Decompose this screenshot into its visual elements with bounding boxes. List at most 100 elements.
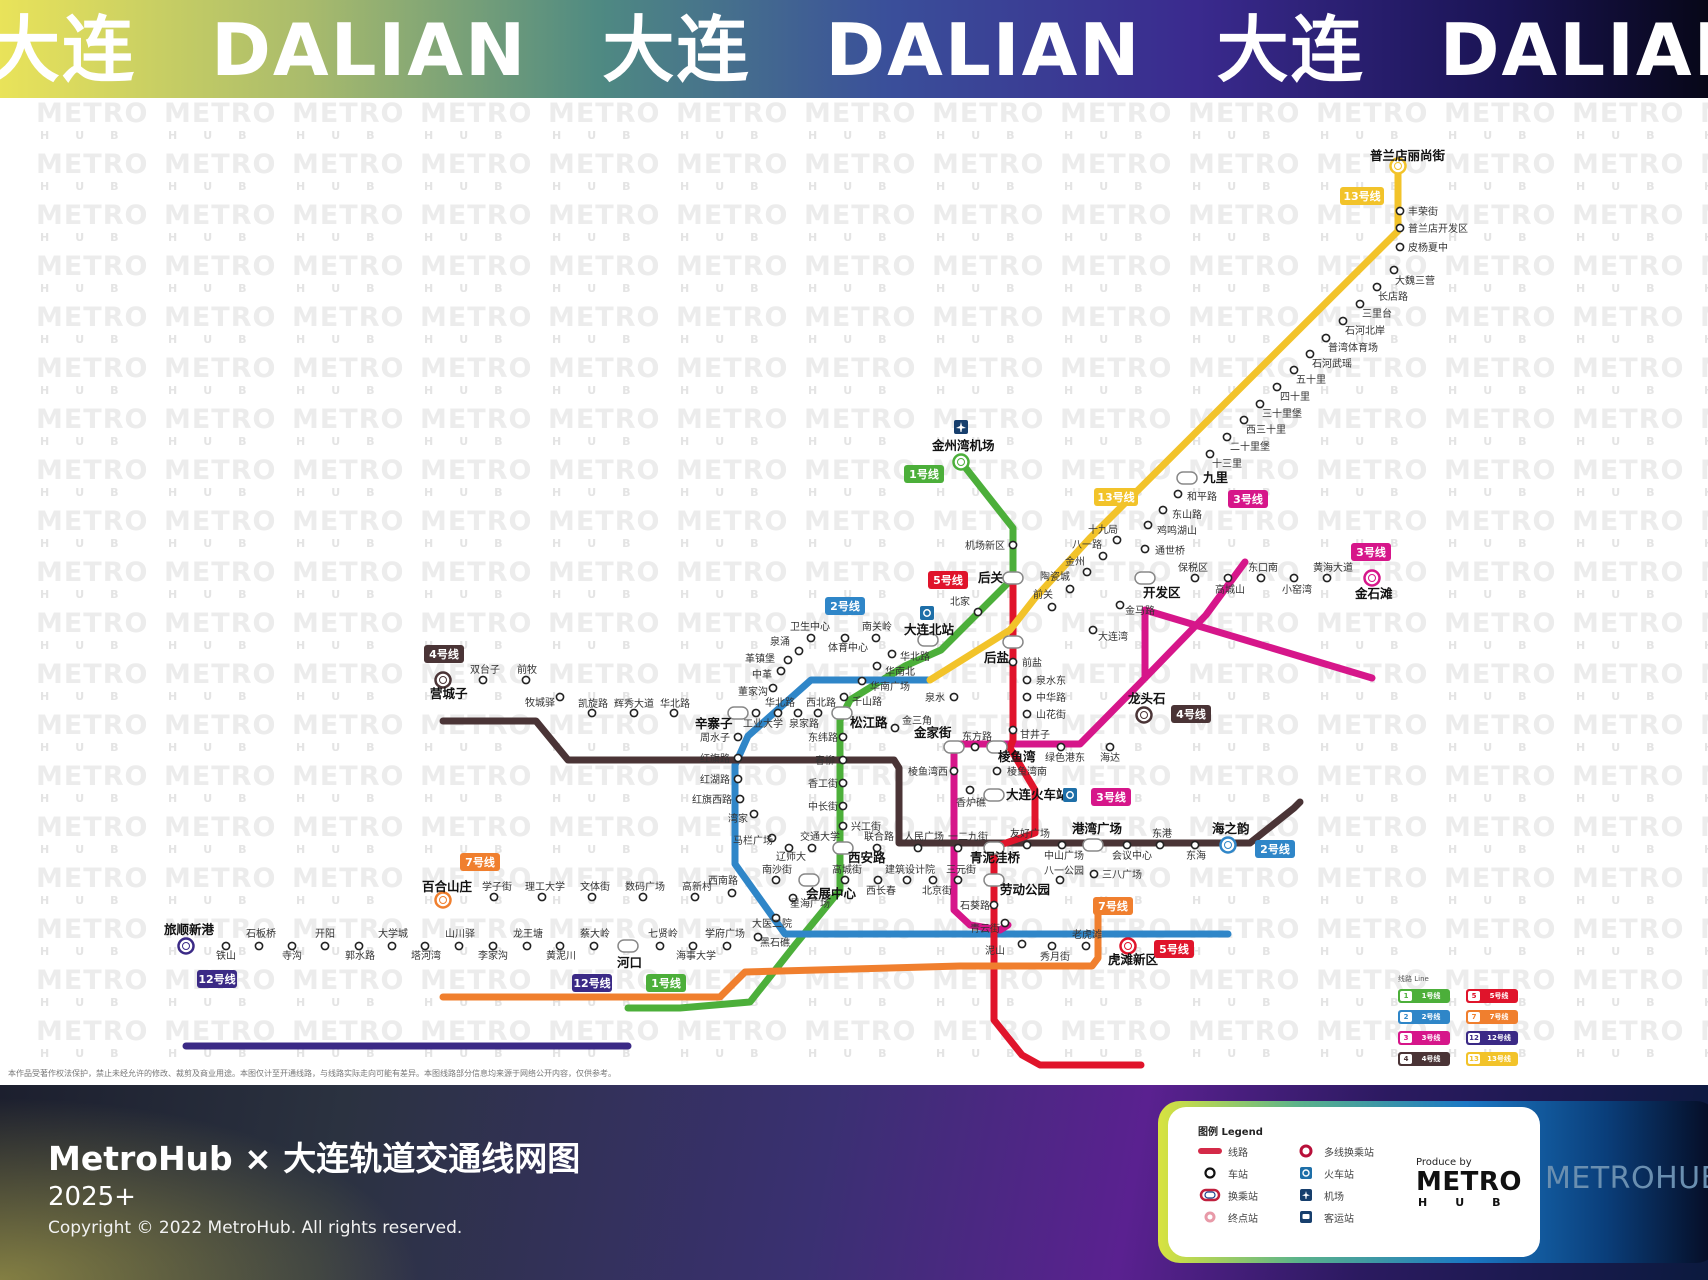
station-regular[interactable]: 华南北	[872, 661, 915, 678]
line-badge[interactable]: 3号线	[1091, 788, 1131, 806]
station-terminal[interactable]: 营城子	[430, 671, 468, 702]
station-regular[interactable]: 泥山	[985, 939, 1027, 957]
station-regular[interactable]: 凯旋路	[578, 697, 608, 718]
station-regular[interactable]: 二十里堡	[1222, 432, 1270, 453]
station-regular[interactable]: 高城山	[1215, 573, 1245, 596]
station-terminal[interactable]: 虎滩新区	[1108, 937, 1159, 968]
station-regular[interactable]: 甘井子	[1008, 725, 1050, 741]
station-regular[interactable]: 一二九街	[948, 830, 988, 853]
station-regular[interactable]: 棱鱼湾西	[908, 765, 959, 778]
line-badge[interactable]: 4号线	[1171, 705, 1211, 723]
station-regular[interactable]: 陶瓷城	[1040, 570, 1075, 594]
station-regular[interactable]: 大魏三营	[1389, 265, 1435, 287]
station-regular[interactable]: 泉水	[925, 691, 959, 704]
line-badge[interactable]: 1号线	[904, 465, 944, 483]
line-badge[interactable]: 13号线	[1094, 488, 1138, 506]
station-regular[interactable]: 绿色港东	[1045, 742, 1085, 764]
station-regular[interactable]: 红湖路	[700, 773, 743, 786]
station-regular[interactable]: 通世桥	[1140, 544, 1185, 557]
line-badge[interactable]: 12号线	[197, 970, 237, 988]
station-regular[interactable]: 人民广场	[904, 830, 944, 853]
station-interchange[interactable]: 辛寨子	[695, 706, 749, 731]
station-regular[interactable]: 黄泥川	[546, 941, 576, 962]
station-regular[interactable]: 红旗西路	[692, 793, 745, 806]
line-badge[interactable]: 7号线	[460, 853, 500, 871]
station-regular[interactable]: 泉涌	[770, 635, 804, 656]
line-badge[interactable]: 2号线	[1255, 840, 1295, 858]
station-regular[interactable]: 理工大学	[525, 880, 565, 902]
line-badge[interactable]: 5号线	[1154, 940, 1194, 958]
station-regular[interactable]: 八一公园	[1044, 865, 1084, 885]
station-regular[interactable]: 三元街	[946, 863, 976, 885]
station-regular[interactable]: 联合路	[864, 830, 894, 853]
station-regular[interactable]: 蔡大岭	[580, 927, 610, 951]
station-regular[interactable]: 双台子	[470, 663, 500, 685]
station-regular[interactable]: 泉水东	[1022, 674, 1066, 687]
station-regular[interactable]: 中华路	[1022, 691, 1066, 704]
metro-line-line4[interactable]	[439, 717, 1304, 847]
station-regular[interactable]: 东山路	[1158, 505, 1202, 521]
station-terminal[interactable]: 海之韵	[1212, 821, 1250, 854]
station-regular[interactable]: 西三十里	[1239, 415, 1286, 436]
station-regular[interactable]: 华北路	[887, 649, 930, 663]
station-regular[interactable]: 普兰店开发区	[1395, 222, 1468, 235]
station-regular[interactable]: 泉家路	[789, 708, 819, 730]
line-badge[interactable]: 13号线	[1340, 187, 1384, 205]
station-regular[interactable]: 高城街	[832, 863, 862, 885]
station-regular[interactable]: 高新村	[682, 880, 712, 902]
station-regular[interactable]: 南沙街	[762, 863, 792, 885]
station-regular[interactable]: 南关岭	[862, 620, 892, 643]
station-regular[interactable]: 星海广场	[788, 893, 830, 910]
station-regular[interactable]: 中长街	[808, 800, 848, 813]
station-regular[interactable]: 李家沟	[478, 941, 508, 962]
station-regular[interactable]: 三里台	[1355, 299, 1392, 320]
station-regular[interactable]: 鸡鸣湖山	[1143, 520, 1197, 537]
station-regular[interactable]: 会议中心	[1112, 840, 1152, 862]
station-terminal[interactable]: 百合山庄	[422, 879, 473, 909]
station-regular[interactable]: 金马路	[1115, 600, 1155, 617]
station-regular[interactable]: 老虎滩	[1072, 928, 1102, 951]
station-regular[interactable]: 体育中心	[828, 633, 868, 654]
station-regular[interactable]: 交通大学	[800, 830, 840, 853]
station-regular[interactable]: 山川驿	[445, 928, 475, 951]
metro-line-line2[interactable]	[731, 676, 1232, 938]
station-regular[interactable]: 龙王塘	[513, 927, 543, 951]
station-regular[interactable]: 华南广场	[857, 676, 910, 693]
metro-line-line3b[interactable]	[1141, 606, 1376, 682]
station-regular[interactable]: 黄海大道	[1313, 561, 1353, 583]
station-regular[interactable]: 马栏广场	[733, 833, 777, 847]
station-regular[interactable]: 山花街	[1022, 708, 1066, 721]
station-regular[interactable]: 保税区	[1178, 561, 1208, 583]
station-interchange[interactable]: 后盐	[984, 635, 1024, 665]
station-regular[interactable]: 东纬路	[808, 731, 848, 744]
station-interchange[interactable]: 会展中心	[798, 873, 857, 901]
station-regular[interactable]: 四十里	[1272, 382, 1310, 403]
station-terminal[interactable]: 金石滩	[1354, 569, 1393, 602]
station-interchange[interactable]: 青泥洼桥	[970, 841, 1021, 865]
station-regular[interactable]: 秀月街	[1040, 941, 1070, 963]
station-regular[interactable]: 八一路	[1072, 538, 1108, 561]
station-regular[interactable]: 西南路	[708, 874, 738, 898]
station-interchange[interactable]: 港湾广场	[1072, 821, 1122, 852]
station-regular[interactable]: 西长春	[866, 875, 896, 897]
station-interchange[interactable]: 金家街	[913, 725, 965, 754]
station-regular[interactable]: 兴工街	[838, 820, 881, 833]
station-regular[interactable]: 黑石礁	[753, 932, 790, 949]
station-regular[interactable]: 普湾体育场	[1321, 333, 1378, 354]
station-interchange[interactable]: 九里	[1176, 470, 1229, 485]
station-regular[interactable]: 华北路	[660, 697, 690, 718]
station-regular[interactable]: 牧城驿	[525, 692, 565, 709]
station-regular[interactable]: 东方路	[962, 730, 992, 752]
station-regular[interactable]: 铁山	[216, 941, 236, 962]
station-regular[interactable]: 十三里	[1205, 449, 1242, 470]
station-regular[interactable]: 大学城	[378, 927, 408, 951]
line-badge[interactable]: 5号线	[928, 571, 968, 589]
station-regular[interactable]: 革镇堡	[745, 652, 793, 665]
station-regular[interactable]: 长店路	[1372, 282, 1408, 303]
station-regular[interactable]: 寺沟	[282, 941, 302, 962]
station-regular[interactable]: 大医二院	[752, 913, 792, 930]
